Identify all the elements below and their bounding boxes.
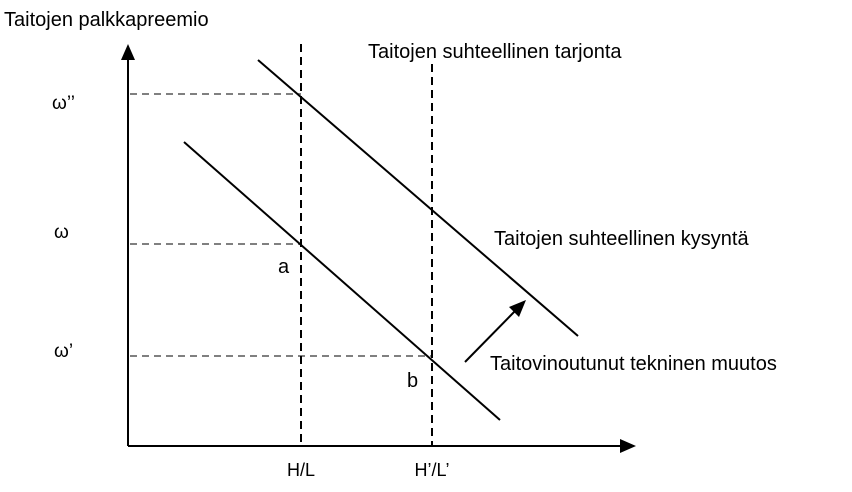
shift-arrow-shaft — [464, 309, 517, 363]
omega-low-label: ω’ — [54, 341, 73, 362]
point-b-label: b — [407, 370, 418, 392]
supply-label: Taitojen suhteellinen tarjonta — [368, 41, 622, 63]
demand-line-shifted — [257, 59, 579, 337]
shift-arrow-head — [509, 300, 526, 317]
x-axis-arrowhead — [620, 439, 636, 453]
y-axis-title: Taitojen palkkapreemio — [4, 9, 209, 31]
demand-label: Taitojen suhteellinen kysyntä — [494, 228, 749, 250]
y-axis-arrowhead — [121, 44, 135, 60]
x-tick-hl: H/L — [287, 460, 315, 480]
omega-mid-label: ω — [54, 222, 69, 243]
x-tick-hl-prime: H’/L’ — [414, 460, 449, 480]
shift-label: Taitovinoutunut tekninen muutos — [490, 353, 777, 375]
omega-high-label: ω’’ — [52, 93, 75, 114]
point-a-label: a — [278, 256, 290, 278]
demand-line-original — [183, 141, 501, 421]
